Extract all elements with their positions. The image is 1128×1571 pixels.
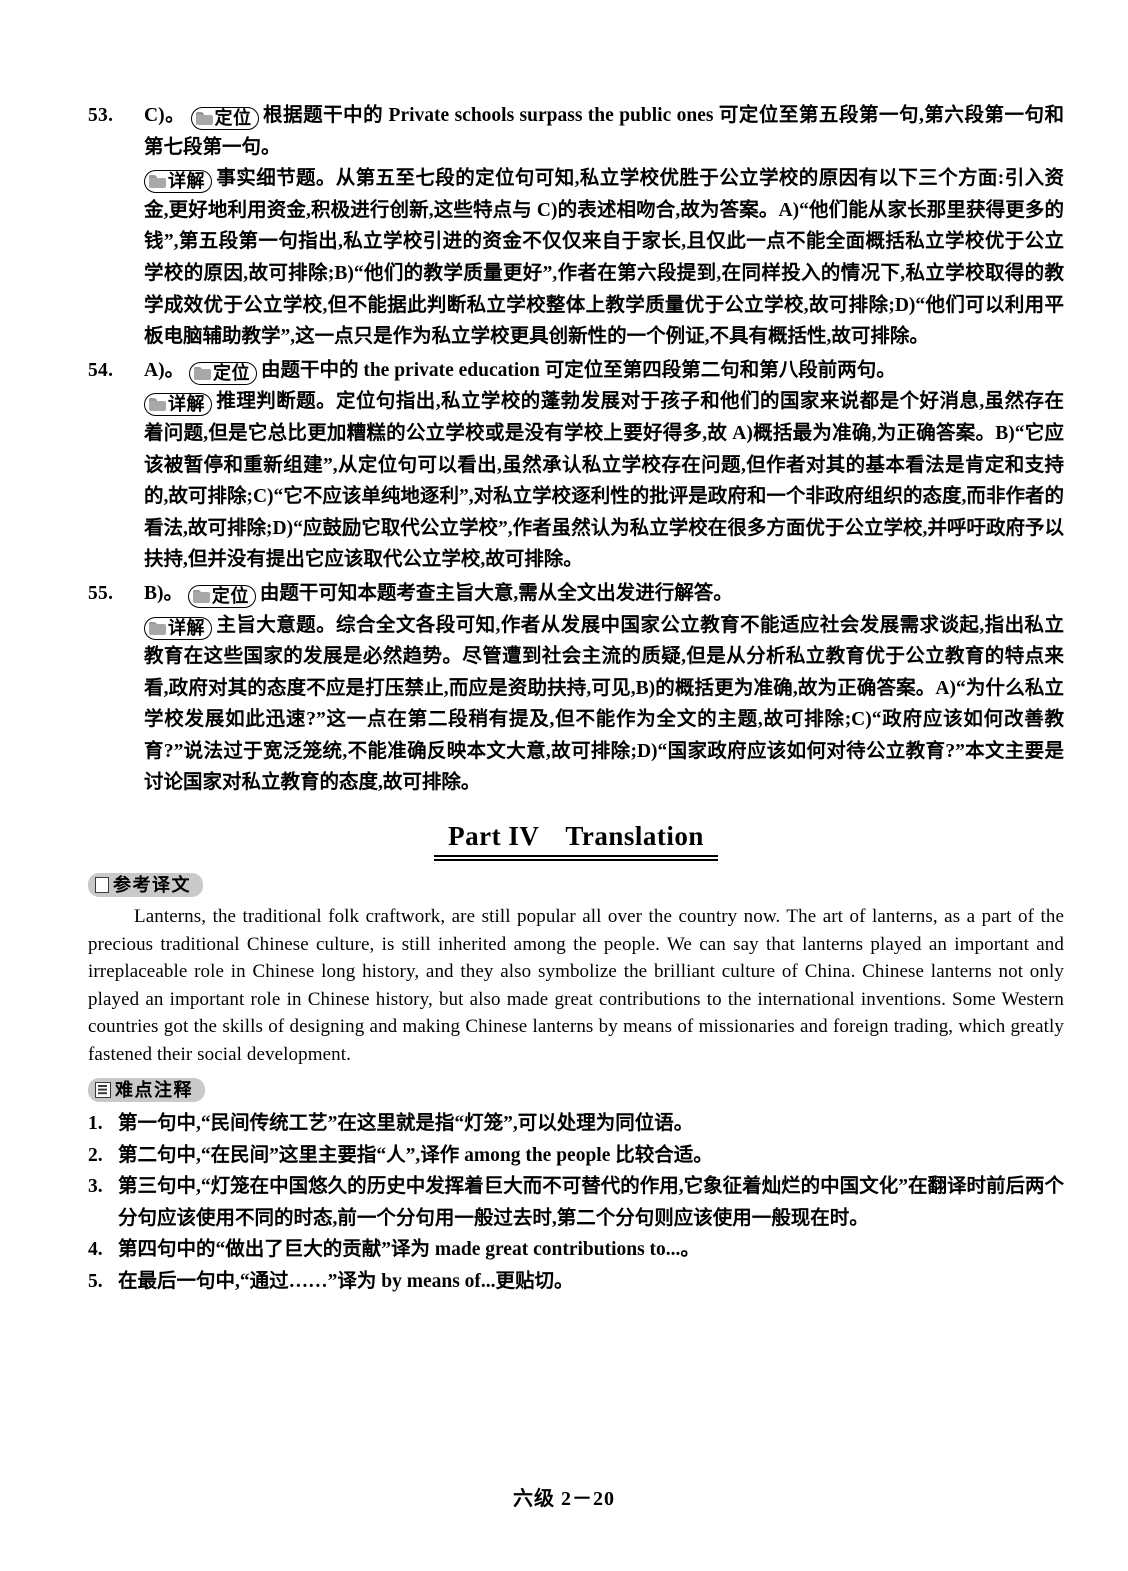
part-heading: Part IV Translation xyxy=(434,821,718,862)
note-text: 第一句中,“民间传统工艺”在这里就是指“灯笼”,可以处理为同位语。 xyxy=(118,1113,694,1135)
note-text: 第二句中,“在民间”这里主要指“人”,译作 among the people 比… xyxy=(118,1144,713,1166)
note-index: 3. xyxy=(88,1176,103,1198)
list-item: 5. 在最后一句中,“通过……”译为 by means of...更贴切。 xyxy=(88,1266,1064,1298)
list-item: 4. 第四句中的“做出了巨大的贡献”译为 made great contribut… xyxy=(88,1234,1064,1266)
note-text: 在最后一句中,“通过……”译为 by means of...更贴切。 xyxy=(118,1270,574,1292)
badge-locate-54: 定位 xyxy=(188,361,257,385)
section-tag-difficult-notes: 难点注释 xyxy=(88,1078,205,1103)
badge-label: 定位 xyxy=(211,585,249,607)
question-54-detail: 详解推理判断题。定位句指出,私立学校的蓬勃发展对于孩子和他们的国家来说都是个好消… xyxy=(144,386,1064,576)
locate-text-55: 由题干可知本题考查主旨大意,需从全文出发进行解答。 xyxy=(259,582,733,604)
part-heading-container: Part IV Translation xyxy=(88,821,1064,862)
question-54-row: 54. A)。 定位由题干中的 the private education 可定… xyxy=(88,355,1064,387)
explanation-block-54: 54. A)。 定位由题干中的 the private education 可定… xyxy=(88,355,1064,576)
translation-paragraph: Lanterns, the traditional folk craftwork… xyxy=(88,906,1064,1065)
badge-label: 详解 xyxy=(168,394,205,416)
section-tag-reference-translation: 参考译文 xyxy=(88,873,203,898)
answer-key-55: B)。 xyxy=(144,582,184,604)
answer-key-53: C)。 xyxy=(144,105,186,126)
list-item: 2. 第二句中,“在民间”这里主要指“人”,译作 among the people… xyxy=(88,1140,1064,1172)
answer-key-54: A)。 xyxy=(144,359,185,381)
book-icon xyxy=(95,877,109,894)
question-55-row: 55. B)。 定位由题干可知本题考查主旨大意,需从全文出发进行解答。 xyxy=(88,578,1064,610)
badge-detail-54: 详解 xyxy=(144,393,212,417)
note-index: 5. xyxy=(88,1270,103,1292)
badge-locate-55: 定位 xyxy=(187,584,256,608)
folder-icon xyxy=(149,175,166,189)
locate-text-53: 根据题干中的 Private schools surpass the publi… xyxy=(144,105,1065,158)
folder-icon xyxy=(193,366,211,380)
note-text: 第四句中的“做出了巨大的贡献”译为 made great contributio… xyxy=(118,1239,700,1261)
badge-detail-53: 详解 xyxy=(144,170,212,194)
page-footer: 六级 2－20 xyxy=(513,1488,615,1510)
locate-text-54: 由题干中的 the private education 可定位至第四段第二句和第… xyxy=(260,359,896,381)
question-53-locate: C)。 定位根据题干中的 Private schools surpass the… xyxy=(144,100,1064,163)
question-number-54: 54. xyxy=(88,359,114,381)
part-number: Part IV xyxy=(448,821,540,852)
question-number-55: 55. xyxy=(88,582,114,604)
badge-label: 详解 xyxy=(168,171,205,193)
folder-icon xyxy=(192,589,210,603)
difficult-notes-section: 难点注释 1. 第一句中,“民间传统工艺”在这里就是指“灯笼”,可以处理为同位语。… xyxy=(88,1068,1064,1297)
folder-icon xyxy=(195,112,213,125)
question-53-row: 53. C)。 定位根据题干中的 Private schools surpass… xyxy=(88,100,1064,163)
question-55-locate: B)。 定位由题干可知本题考查主旨大意,需从全文出发进行解答。 xyxy=(144,578,1064,610)
badge-label: 详解 xyxy=(168,617,205,639)
explanation-block-55: 55. B)。 定位由题干可知本题考查主旨大意,需从全文出发进行解答。 详解主旨… xyxy=(88,578,1064,799)
detail-text-53: 事实细节题。从第五至七段的定位句可知,私立学校优胜于公立学校的原因有以下三个方面… xyxy=(144,168,1064,348)
section-tag-label: 难点注释 xyxy=(115,1079,193,1101)
detail-text-55: 主旨大意题。综合全文各段可知,作者从发展中国家公立教育不能适应社会发展需求谈起,… xyxy=(144,614,1064,794)
list-item: 3. 第三句中,“灯笼在中国悠久的历史中发挥着巨大而不可替代的作用,它象征着灿烂的… xyxy=(88,1171,1064,1234)
question-54-locate: A)。 定位由题干中的 the private education 可定位至第四… xyxy=(144,355,1064,387)
part-title: Translation xyxy=(565,821,704,852)
note-index: 4. xyxy=(88,1239,103,1261)
question-55-detail: 详解主旨大意题。综合全文各段可知,作者从发展中国家公立教育不能适应社会发展需求谈… xyxy=(144,610,1064,800)
note-index: 2. xyxy=(88,1144,103,1166)
note-index: 1. xyxy=(88,1113,103,1135)
explanation-block-53: 53. C)。 定位根据题干中的 Private schools surpass… xyxy=(88,100,1064,353)
badge-locate-53: 定位 xyxy=(190,107,259,130)
detail-text-54: 推理判断题。定位句指出,私立学校的蓬勃发展对于孩子和他们的国家来说都是个好消息,… xyxy=(144,391,1064,571)
badge-label: 定位 xyxy=(212,362,250,384)
question-53-detail: 详解事实细节题。从第五至七段的定位句可知,私立学校优胜于公立学校的原因有以下三个… xyxy=(144,163,1064,353)
folder-icon xyxy=(149,621,166,635)
list-item: 1. 第一句中,“民间传统工艺”在这里就是指“灯笼”,可以处理为同位语。 xyxy=(88,1108,1064,1140)
page-content: 53. C)。 定位根据题干中的 Private schools surpass… xyxy=(88,100,1064,1297)
section-tag-label: 参考译文 xyxy=(113,874,191,896)
badge-label: 定位 xyxy=(214,108,252,129)
folder-icon xyxy=(149,398,166,412)
badge-detail-55: 详解 xyxy=(144,616,212,640)
reference-translation-section: 参考译文 Lanterns, the traditional folk craf… xyxy=(88,863,1064,1068)
note-icon xyxy=(95,1082,111,1099)
notes-list: 1. 第一句中,“民间传统工艺”在这里就是指“灯笼”,可以处理为同位语。 2. 第二… xyxy=(88,1108,1064,1297)
question-number-53: 53. xyxy=(88,105,114,126)
note-text: 第三句中,“灯笼在中国悠久的历史中发挥着巨大而不可替代的作用,它象征着灿烂的中国… xyxy=(118,1176,1064,1229)
